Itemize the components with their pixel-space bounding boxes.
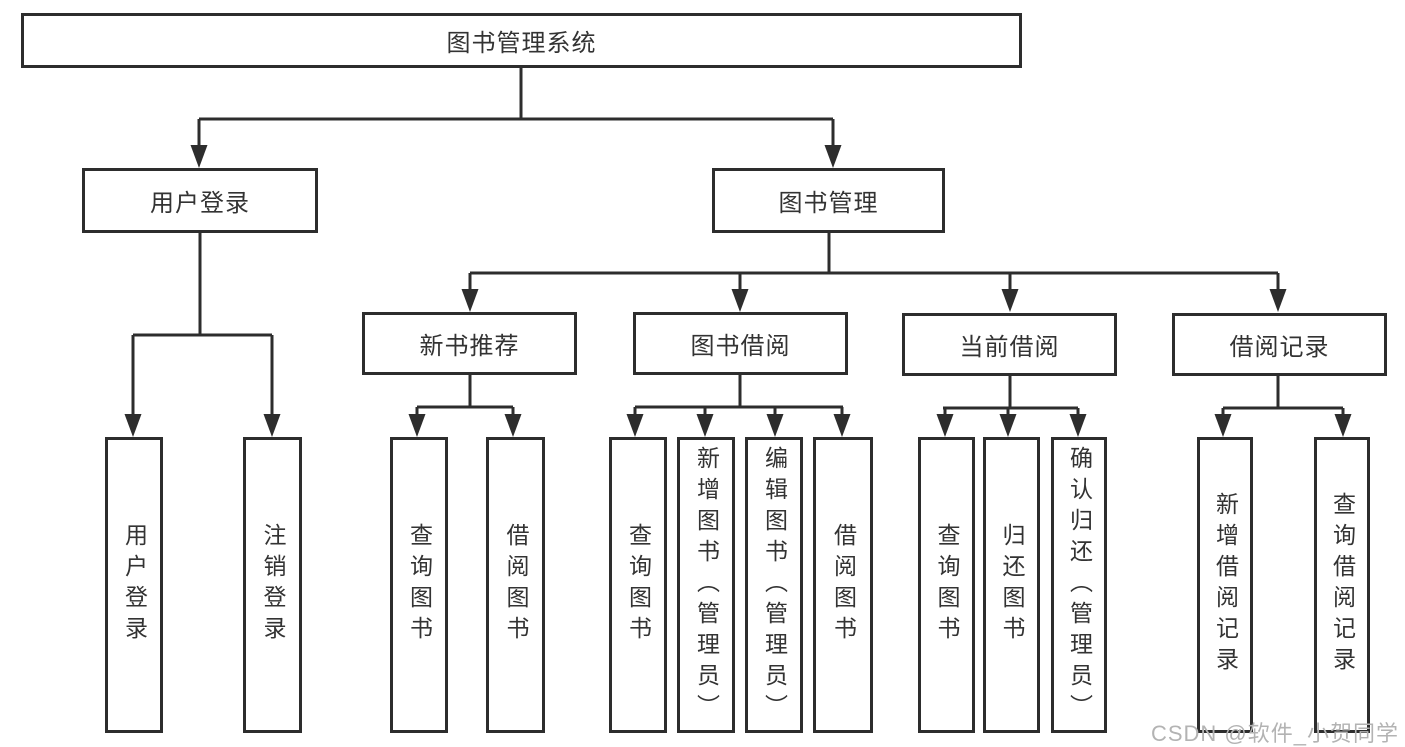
leaf-query-borrow-record-label: 查询借阅记录 — [1329, 492, 1356, 678]
leaf-query-borrow-record-box: 查询借阅记录 — [1314, 437, 1370, 733]
branch-book-management-box: 图书管理 — [712, 168, 945, 233]
section-new-book-recommend-box: 新书推荐 — [362, 312, 577, 375]
section-book-borrow-label: 图书借阅 — [690, 333, 791, 360]
leaf-add-book-admin-box: 新增图书（管理员） — [677, 437, 735, 733]
arrowhead-icon — [1214, 414, 1232, 437]
csdn-watermark: CSDN @软件_小贺同学 — [1150, 721, 1399, 746]
leaf-query-books-2-box: 查询图书 — [609, 437, 667, 733]
arrowhead-icon — [1334, 414, 1352, 437]
root-box: 图书管理系统 — [21, 13, 1022, 68]
arrowhead-icon — [504, 414, 522, 437]
section-new-book-recommend-label: 新书推荐 — [419, 333, 520, 360]
arrowhead-icon — [408, 414, 426, 437]
leaf-query-books-1-box: 查询图书 — [390, 437, 448, 733]
arrowhead-icon — [263, 414, 281, 437]
leaf-user-login-box: 用户登录 — [105, 437, 163, 733]
leaf-add-borrow-record-label: 新增借阅记录 — [1212, 492, 1239, 678]
section-borrow-record-box: 借阅记录 — [1172, 313, 1387, 376]
leaf-query-books-3-box: 查询图书 — [918, 437, 975, 733]
section-current-borrow-label: 当前借阅 — [959, 334, 1060, 361]
arrowhead-icon — [731, 289, 749, 312]
leaf-add-borrow-record-box: 新增借阅记录 — [1197, 437, 1253, 733]
leaf-confirm-return-admin-box: 确认归还（管理员） — [1051, 437, 1107, 733]
leaf-edit-book-admin-box: 编辑图书（管理员） — [745, 437, 803, 733]
arrowhead-icon — [766, 414, 784, 437]
section-borrow-record-label: 借阅记录 — [1229, 334, 1330, 361]
branch-user-login-box: 用户登录 — [82, 168, 318, 233]
arrowhead-icon — [124, 414, 142, 437]
leaf-return-book-label: 归还图书 — [999, 523, 1025, 647]
leaf-query-books-3-label: 查询图书 — [934, 523, 960, 647]
arrowhead-icon — [1269, 289, 1287, 312]
leaf-borrow-books-1-box: 借阅图书 — [486, 437, 545, 733]
arrowhead-icon — [936, 414, 954, 437]
leaf-query-books-2-label: 查询图书 — [625, 523, 652, 647]
leaf-borrow-books-2-box: 借阅图书 — [813, 437, 873, 733]
arrowhead-icon — [999, 414, 1017, 437]
root-label: 图书管理系统 — [446, 30, 597, 57]
section-book-borrow-box: 图书借阅 — [633, 312, 848, 375]
leaf-return-book-box: 归还图书 — [983, 437, 1040, 733]
arrowhead-icon — [824, 145, 842, 168]
leaf-borrow-books-2-label: 借阅图书 — [830, 523, 857, 647]
leaf-borrow-books-1-label: 借阅图书 — [503, 523, 529, 647]
arrowhead-icon — [1069, 414, 1087, 437]
branch-book-management-label: 图书管理 — [778, 190, 879, 217]
leaf-query-books-1-label: 查询图书 — [406, 523, 433, 647]
arrowhead-icon — [696, 414, 714, 437]
arrowhead-icon — [833, 414, 851, 437]
arrowhead-icon — [190, 145, 208, 168]
section-current-borrow-box: 当前借阅 — [902, 313, 1117, 376]
arrowhead-icon — [1001, 289, 1019, 312]
branch-user-login-label: 用户登录 — [150, 190, 250, 217]
leaf-user-login-label: 用户登录 — [121, 523, 148, 647]
arrowhead-icon — [461, 289, 479, 312]
leaf-confirm-return-admin-label: 确认归还（管理员） — [1066, 445, 1093, 725]
leaf-add-book-admin-label: 新增图书（管理员） — [693, 445, 720, 725]
leaf-logout-box: 注销登录 — [243, 437, 302, 733]
leaf-logout-label: 注销登录 — [260, 523, 286, 647]
leaf-edit-book-admin-label: 编辑图书（管理员） — [761, 445, 788, 725]
arrowhead-icon — [626, 414, 644, 437]
